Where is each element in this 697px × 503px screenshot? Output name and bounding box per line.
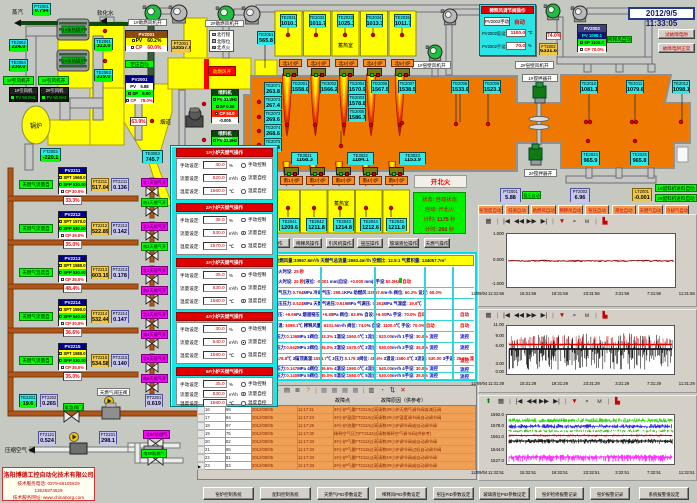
svg-text:1#余热锅炉: 1#余热锅炉 xyxy=(62,27,85,34)
svg-text:2#余热锅炉: 2#余热锅炉 xyxy=(62,58,85,65)
